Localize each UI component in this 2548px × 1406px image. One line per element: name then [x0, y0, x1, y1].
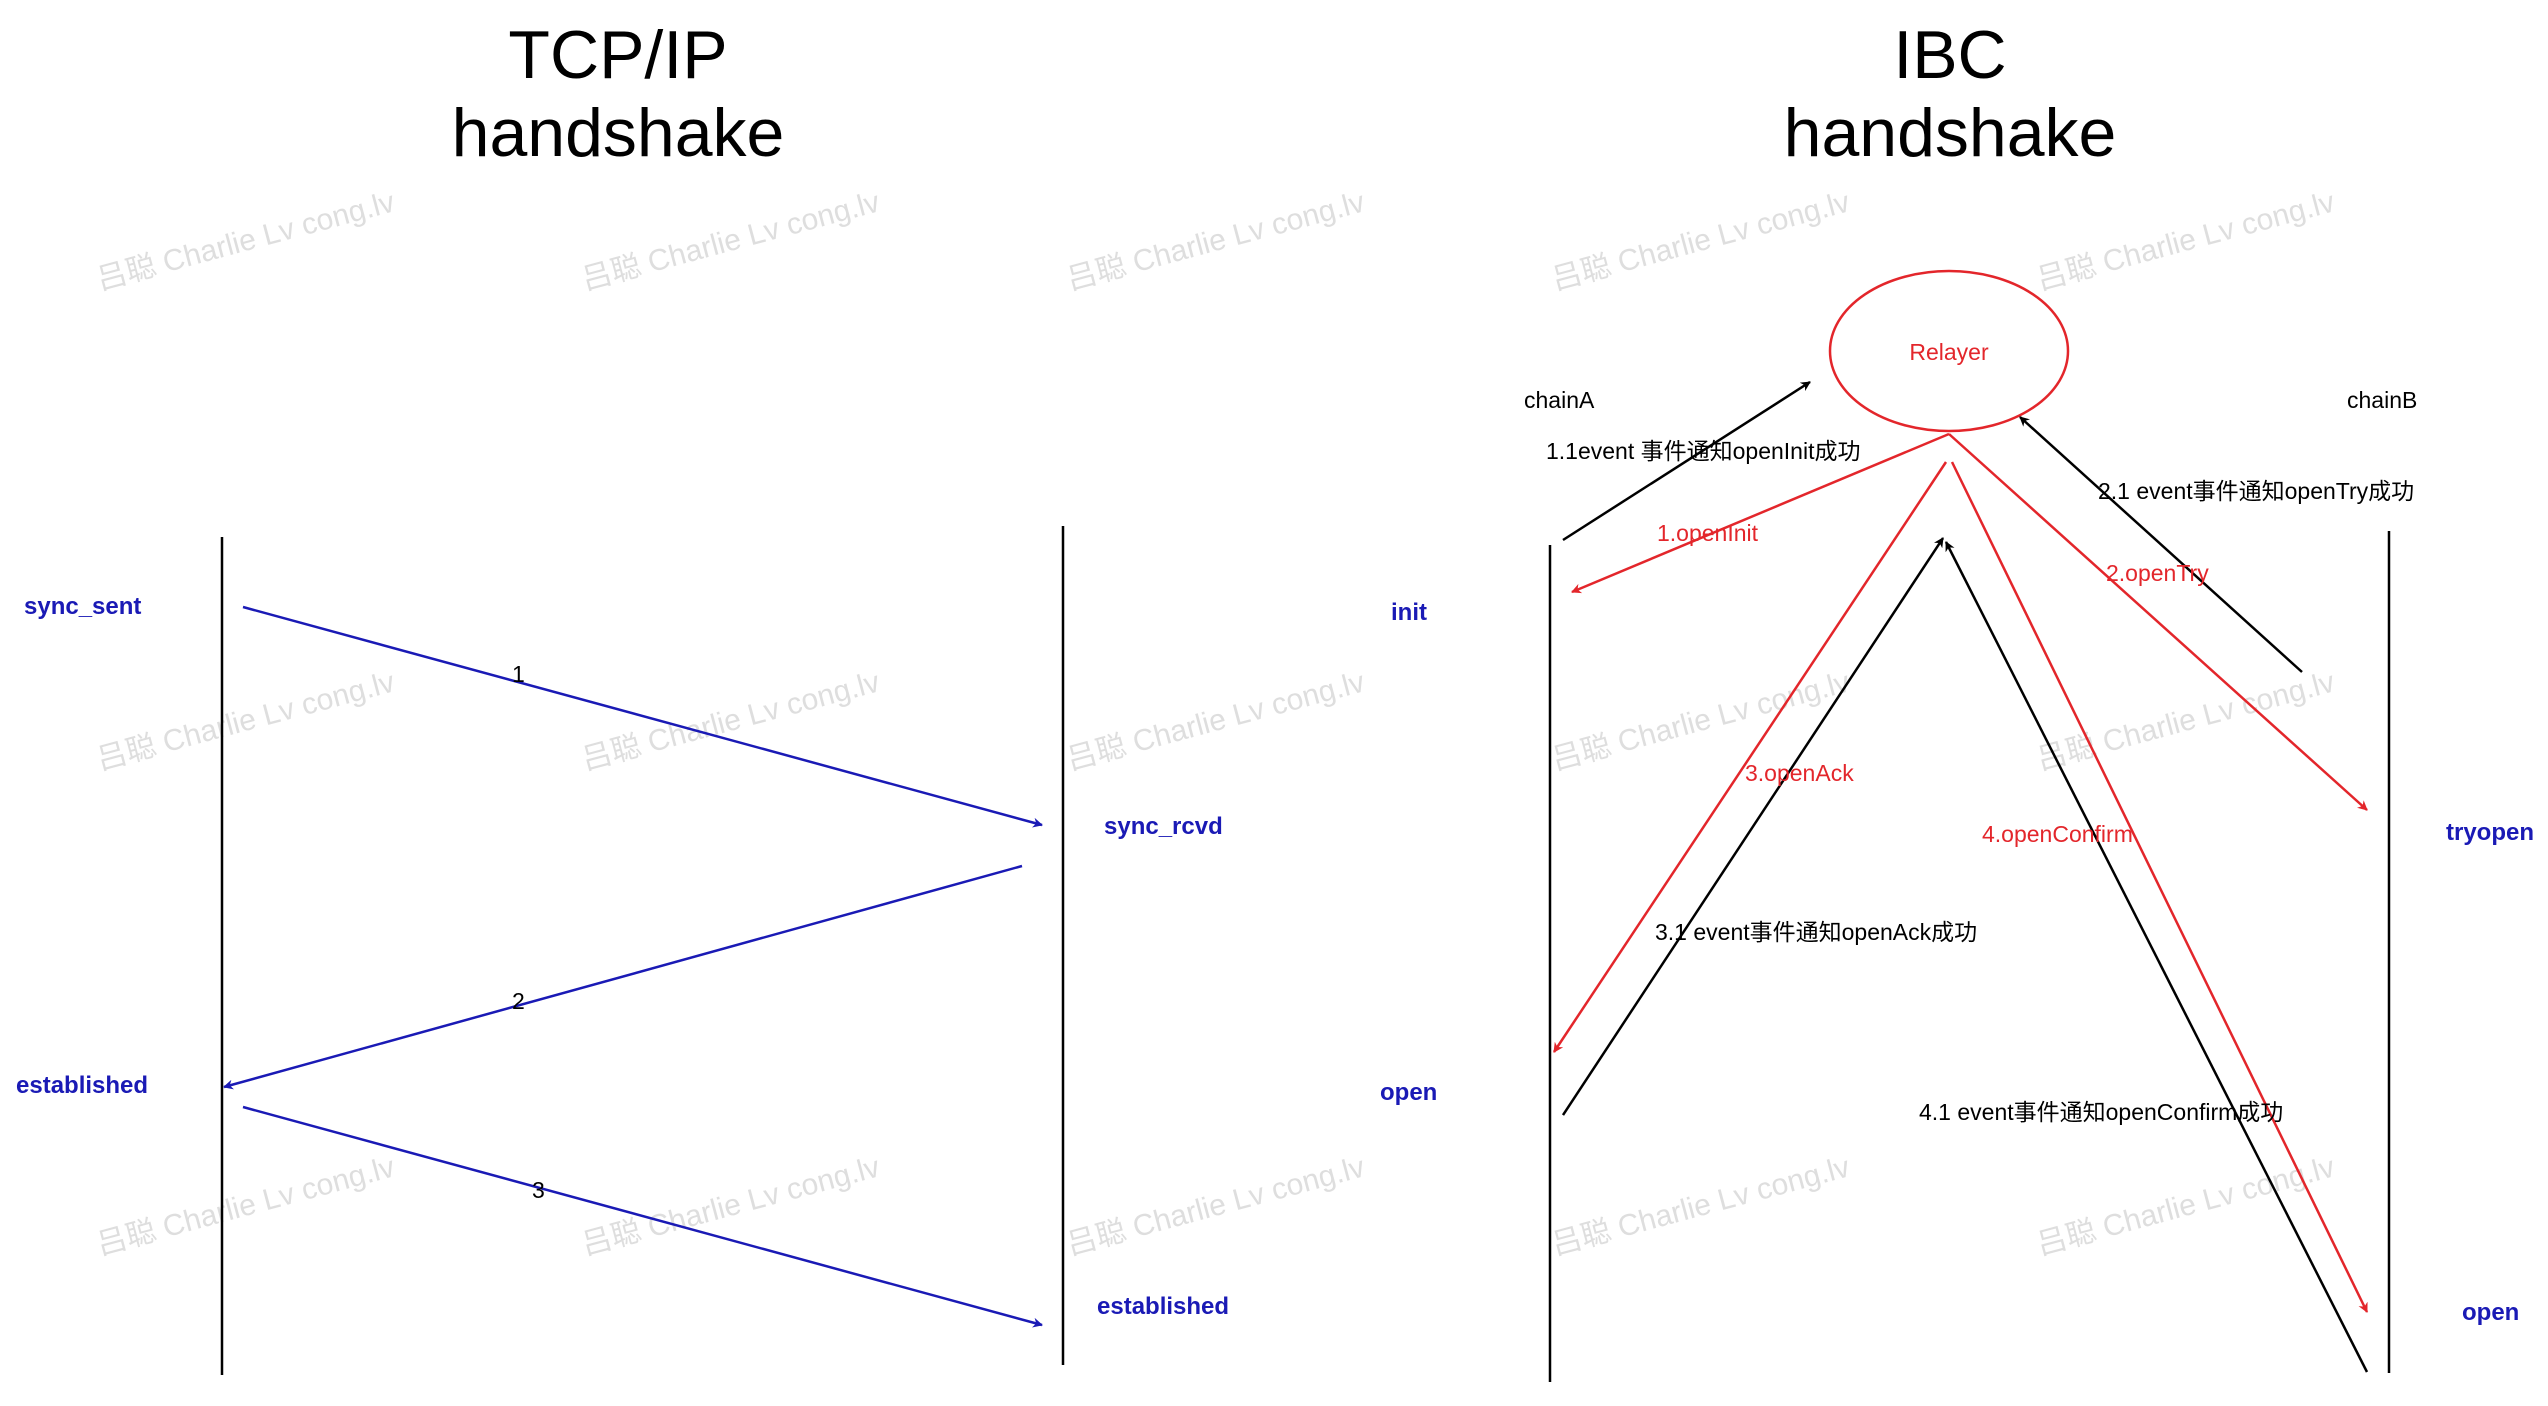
- event-openinit-label: 1.1event 事件通知openInit成功: [1546, 438, 1860, 464]
- tcp-state-sync-sent: sync_sent: [24, 593, 141, 620]
- event-opentry-label: 2.1 event事件通知openTry成功: [2098, 478, 2414, 504]
- watermark-text: 吕聪 Charlie Lv cong.lv: [1063, 665, 1368, 776]
- request-openinit-label: 1.openInit: [1657, 520, 1759, 546]
- event-openconfirm-arrow: [1944, 541, 2369, 1373]
- watermark-text: 吕聪 Charlie Lv cong.lv: [1063, 185, 1368, 296]
- event-openack-label: 3.1 event事件通知openAck成功: [1655, 919, 1977, 945]
- event-openinit-arrow: [1562, 380, 1811, 542]
- request-openack-label: 3.openAck: [1745, 760, 1854, 786]
- request-openack-arrow: [1552, 461, 1948, 1053]
- tcp-section: TCP/IP handshake sync_sent established s…: [16, 17, 1229, 1375]
- watermark-text: 吕聪 Charlie Lv cong.lv: [2033, 185, 2338, 296]
- tcp-step-1: 1: [512, 661, 525, 687]
- event-opentry-arrow: [2019, 416, 2303, 673]
- ibc-title-line2: handshake: [1784, 95, 2117, 171]
- tcp-ack-arrow: [242, 1105, 1043, 1328]
- tcp-state-sync-rcvd: sync_rcvd: [1104, 813, 1223, 840]
- watermark-text: 吕聪 Charlie Lv cong.lv: [1548, 1150, 1853, 1261]
- watermark-text: 吕聪 Charlie Lv cong.lv: [1063, 1150, 1368, 1261]
- watermark-text: 吕聪 Charlie Lv cong.lv: [1548, 185, 1853, 296]
- watermark-text: 吕聪 Charlie Lv cong.lv: [2033, 1150, 2338, 1261]
- chain-b-label: chainB: [2347, 387, 2417, 413]
- chain-a-label: chainA: [1524, 387, 1595, 413]
- request-opentry-arrow: [1948, 433, 2368, 811]
- relayer-node: [1828, 269, 2070, 433]
- tcp-syn-arrow: [242, 605, 1043, 828]
- watermark-text: 吕聪 Charlie Lv cong.lv: [578, 185, 883, 296]
- ibc-state-open-a: open: [1380, 1079, 1437, 1106]
- watermark-text: 吕聪 Charlie Lv cong.lv: [578, 665, 883, 776]
- tcp-title-line1: TCP/IP: [508, 17, 727, 93]
- request-opentry-label: 2.openTry: [2106, 560, 2209, 586]
- watermark-text: 吕聪 Charlie Lv cong.lv: [93, 185, 398, 296]
- event-openconfirm-label: 4.1 event事件通知openConfirm成功: [1919, 1099, 2283, 1125]
- tcp-step-2: 2: [512, 988, 525, 1014]
- event-openack-arrow: [1561, 537, 1945, 1116]
- ibc-state-open-b: open: [2462, 1299, 2519, 1326]
- tcp-title-line2: handshake: [452, 95, 785, 171]
- ibc-state-init: init: [1391, 599, 1427, 626]
- ibc-title-line1: IBC: [1893, 17, 2006, 93]
- request-openconfirm-label: 4.openConfirm: [1982, 821, 2133, 847]
- watermark-text: 吕聪 Charlie Lv cong.lv: [578, 1150, 883, 1261]
- tcp-syn-ack-arrow: [223, 864, 1023, 1090]
- ibc-state-tryopen: tryopen: [2446, 819, 2534, 846]
- tcp-step-3: 3: [532, 1177, 545, 1203]
- request-openinit-arrow: [1571, 432, 1950, 594]
- request-openconfirm-arrow: [1950, 461, 2369, 1313]
- tcp-state-established-server: established: [1097, 1293, 1229, 1320]
- tcp-state-established-client: established: [16, 1072, 148, 1099]
- relayer-label: Relayer: [1909, 339, 1989, 365]
- watermark-text: 吕聪 Charlie Lv cong.lv: [93, 1150, 398, 1261]
- watermark-text: 吕聪 Charlie Lv cong.lv: [93, 665, 398, 776]
- ibc-section: IBC handshake Relayer chainA chainB init…: [1380, 17, 2534, 1382]
